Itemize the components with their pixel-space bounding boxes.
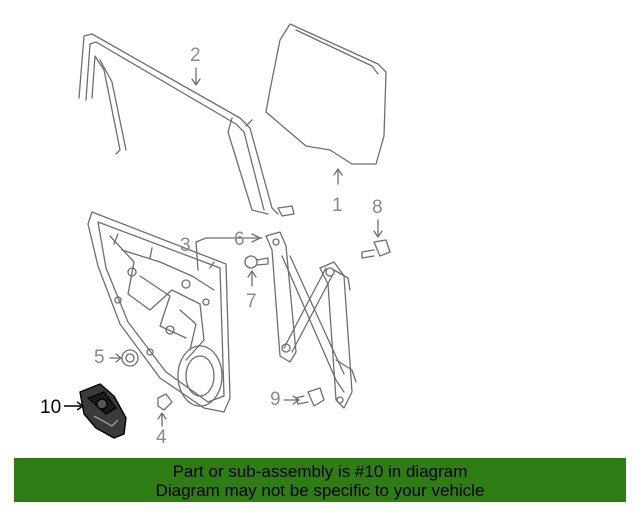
callout-1: 1 — [332, 195, 343, 216]
callout-7: 7 — [246, 291, 257, 312]
part-10-window-motor — [64, 383, 127, 439]
part-9-bolt — [295, 387, 325, 407]
part-7-bolt — [244, 255, 269, 269]
part-8-bolt — [361, 239, 391, 259]
callout-4: 4 — [156, 427, 167, 448]
callout-5: 5 — [94, 347, 105, 368]
part-3-door-panel — [87, 211, 231, 413]
part-1-door-glass — [265, 23, 387, 165]
callout-8: 8 — [372, 197, 383, 218]
part-6-window-regulator — [265, 231, 357, 409]
part-2-window-channel — [78, 33, 295, 217]
leader-lines — [109, 67, 383, 427]
banner-line-2: Diagram may not be specific to your vehi… — [155, 481, 485, 500]
parts-diagram — [64, 23, 391, 439]
part-4-clip — [157, 393, 173, 411]
callout-6: 6 — [234, 229, 245, 250]
part-5-grommet — [121, 349, 139, 367]
callout-9: 9 — [270, 389, 281, 410]
info-banner: Part or sub-assembly is #10 in diagram D… — [14, 458, 626, 502]
callout-10: 10 — [40, 397, 62, 418]
callout-3: 3 — [180, 235, 191, 256]
callout-2: 2 — [190, 45, 201, 66]
banner-line-1: Part or sub-assembly is #10 in diagram — [172, 462, 468, 481]
